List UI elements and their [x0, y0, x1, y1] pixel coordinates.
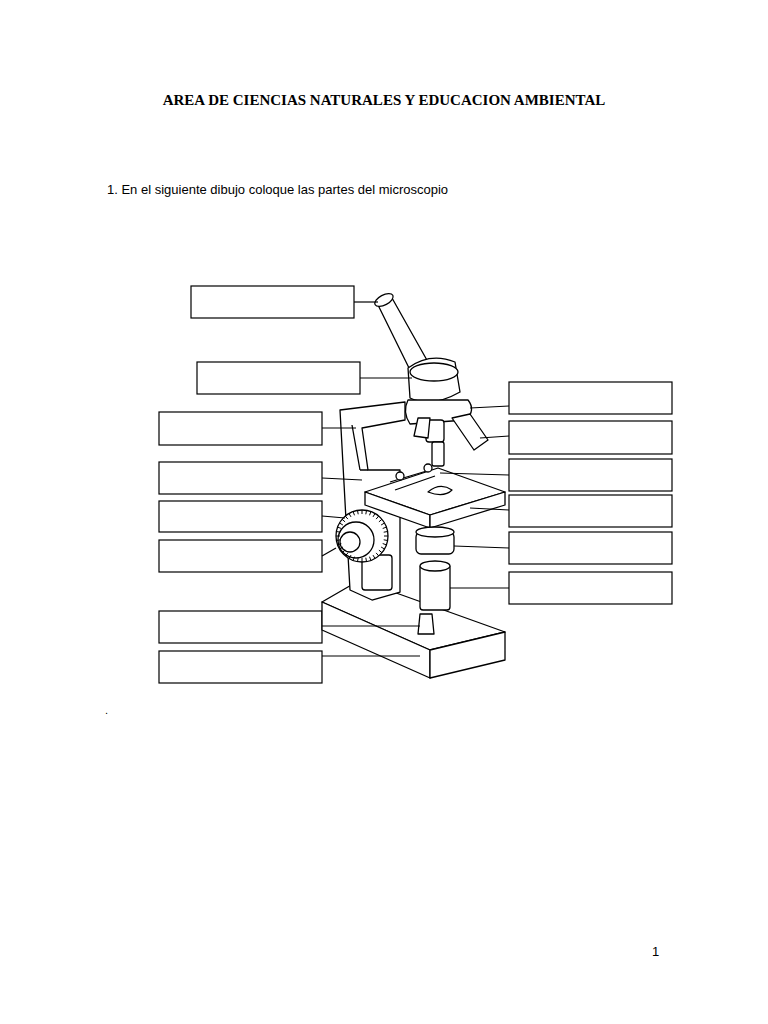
knurl-stroke — [362, 558, 363, 562]
knurl-stroke — [340, 547, 343, 549]
knurl-stroke — [340, 523, 343, 525]
knurl-stroke — [370, 557, 371, 561]
knurl-stroke — [357, 510, 359, 514]
page-number: 1 — [652, 944, 659, 959]
knurl-stroke — [384, 531, 388, 533]
microscope-drawing — [322, 291, 505, 678]
knurl-stroke — [353, 512, 354, 516]
knurl-stroke — [357, 558, 359, 562]
knurl-stroke — [365, 558, 367, 562]
knurl-stroke — [345, 516, 348, 519]
knurl-stroke — [381, 547, 384, 549]
knurl-stroke — [349, 555, 351, 558]
knurl-stroke — [349, 514, 351, 517]
knurl-stroke — [379, 550, 382, 553]
knurl-stroke — [381, 523, 384, 525]
knurl-stroke — [342, 519, 345, 522]
knurl-stroke — [383, 544, 387, 545]
knurl-stroke — [365, 510, 367, 514]
page-title: AREA DE CIENCIAS NATURALES Y EDUCACION A… — [0, 92, 768, 109]
knurl-stroke — [384, 539, 388, 541]
knurl-stroke — [338, 544, 342, 545]
knurl-stroke — [338, 527, 342, 528]
knurl-stroke — [373, 555, 375, 558]
instruction-text: 1. En el siguiente dibujo coloque las pa… — [107, 182, 448, 197]
knurl-stroke — [376, 553, 379, 556]
knurl-stroke — [384, 536, 388, 537]
knurl-stroke — [353, 557, 354, 561]
blank-label-boxes — [159, 286, 672, 683]
knurl-stroke — [336, 539, 340, 541]
knurl-stroke — [336, 531, 340, 533]
knurl-stroke — [342, 550, 345, 553]
knurl-stroke — [345, 553, 348, 556]
knurl-stroke — [383, 527, 387, 528]
knurl-stroke — [370, 512, 371, 516]
knurl-stroke — [376, 516, 379, 519]
leader-lines — [322, 302, 509, 656]
knurl-stroke — [379, 519, 382, 522]
knurl-stroke — [336, 536, 340, 537]
stray-mark: . — [105, 704, 108, 716]
knurl-stroke — [373, 514, 375, 517]
knurl-stroke — [362, 510, 363, 514]
